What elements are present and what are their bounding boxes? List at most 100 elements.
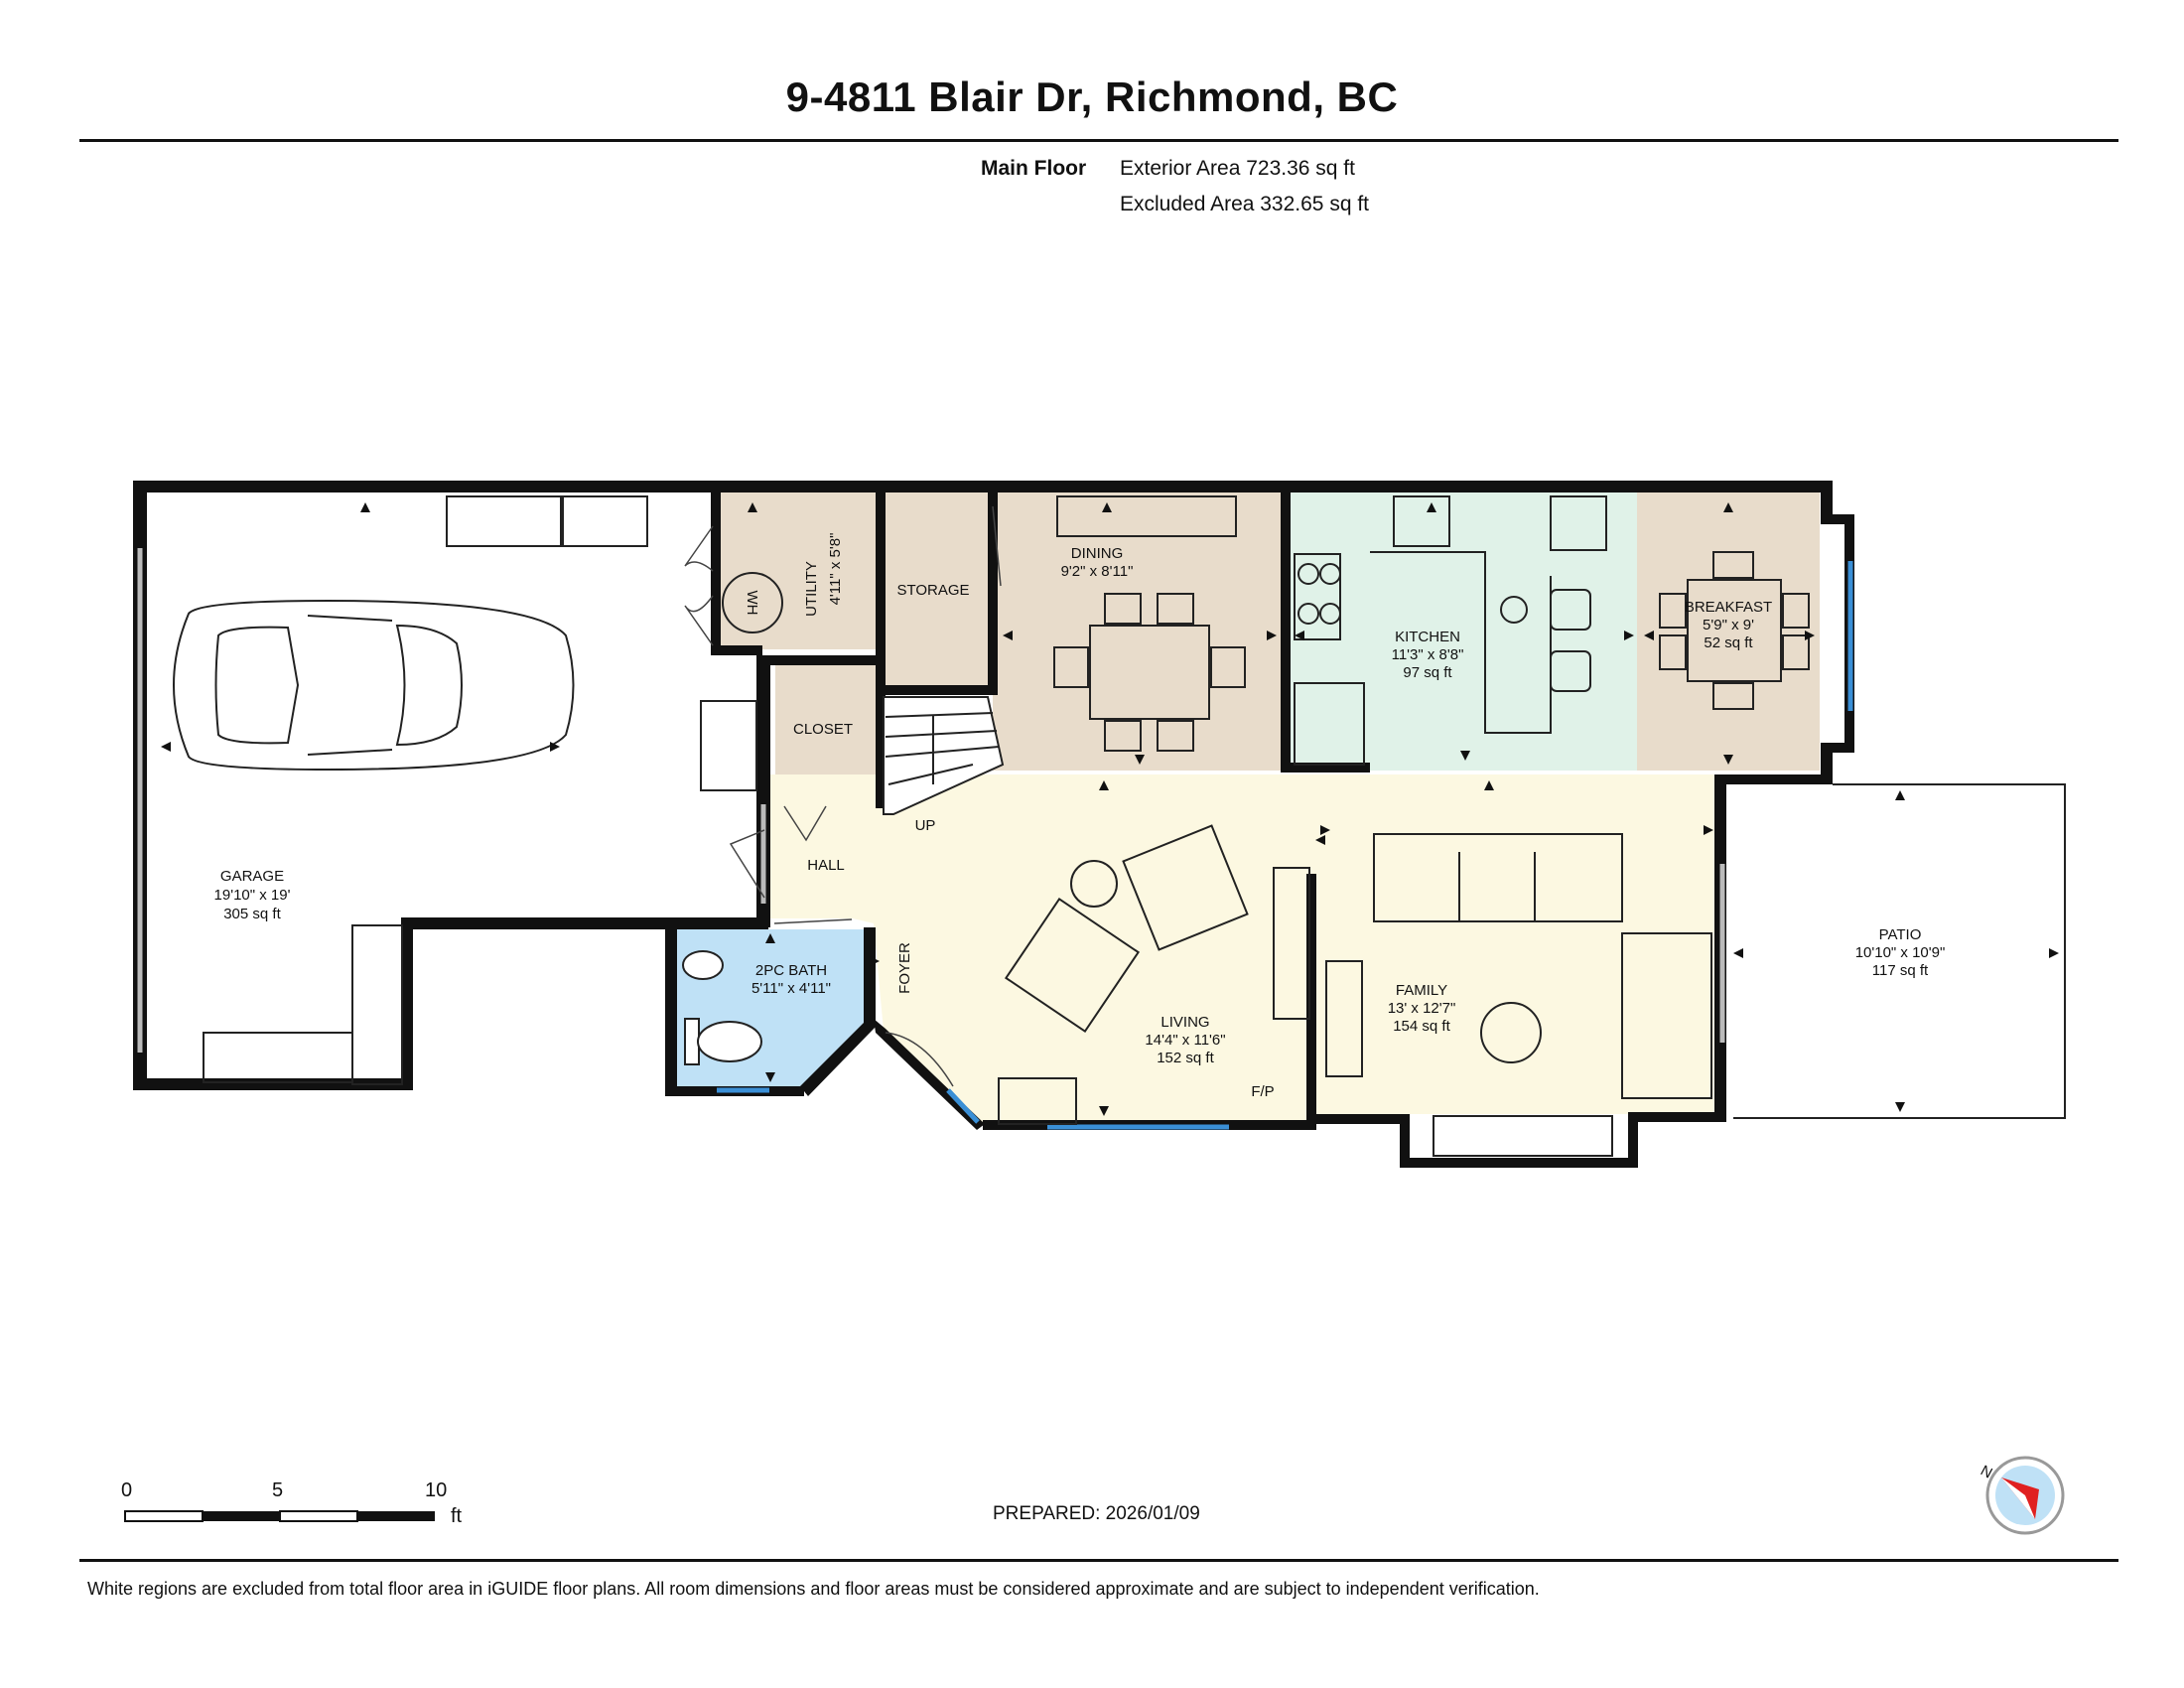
dim-arrow [1427,502,1436,512]
kitchen-stove [1294,553,1341,640]
scale-label-5: 5 [272,1479,284,1501]
dim-arrow [1460,751,1470,761]
bar-stool [1550,650,1591,692]
breakfast-chair [1782,634,1810,670]
doors [684,505,1002,1087]
kitchen-sink [1393,495,1450,547]
breakfast-fill [1637,492,1820,771]
toilet-bowl [697,1021,762,1062]
stairs-up-label: UP [915,817,936,834]
living-dims: 14'4" x 11'6" [1145,1032,1225,1049]
dim-arrow [1723,502,1733,512]
wall-storage-left [876,492,886,808]
bath-sink [682,950,724,980]
bar-stool [1550,589,1591,631]
garage-shelf-1 [446,495,562,547]
wall-utility-bottom [711,645,762,655]
utility-contents [722,572,783,633]
dim-arrow [550,742,560,752]
breakfast-dims: 5'9" x 9' [1703,617,1754,633]
breakfast-chair [1712,682,1754,710]
living-table [998,1077,1077,1125]
patio-outline [1733,783,2066,1119]
toilet-tank [684,1018,700,1065]
wall-utility-left [711,492,721,651]
kitchen-fridge [1550,495,1607,551]
breakfast-chair [1712,551,1754,579]
dim-arrow [1895,1102,1905,1112]
dining-chair [1104,593,1142,625]
kitchen-counter [1294,682,1365,766]
garage-shelf-2 [562,495,648,547]
scale-bar [124,1510,435,1522]
utility-fill [715,492,879,649]
floor-label: Main Floor [981,157,1087,180]
compass-icon [1985,1456,2065,1535]
dining-table [1089,625,1210,720]
dim-arrow [1315,835,1325,845]
fireplace [1433,1115,1613,1157]
family-area: 154 sq ft [1393,1018,1450,1035]
breakfast-chair [1782,593,1810,629]
dim-arrow [1624,631,1634,640]
utility-label: UTILITY [803,561,820,617]
dim-arrow [1733,948,1743,958]
side-table [1070,860,1118,908]
dining-fill [993,492,1284,771]
wall-garage-bath [401,917,768,929]
door-swing [729,829,765,899]
fireplace-label: F/P [1251,1083,1274,1100]
dim-arrow [1099,1106,1109,1116]
windows [717,561,1853,1130]
wall-living-family [1306,874,1316,1124]
wall-patio-top [1714,774,1833,784]
breakfast-label: BREAKFAST [1685,599,1772,616]
sofa [1373,833,1623,922]
wall-bay-bottom [1821,743,1854,753]
garage-dims: 19'10" x 19' [214,887,291,904]
garage-shelf-4 [203,1032,353,1083]
dim-arrow [161,742,171,752]
garage-contents [173,495,757,1085]
wall-bath-diag [800,1017,878,1096]
foyer-label: FOYER [896,942,913,994]
kitchen-dims: 11'3" x 8'8" [1392,646,1464,663]
utility-dims: 4'11" x 5'8" [827,533,844,606]
prepared-date: PREPARED: 2026/01/09 [993,1503,1200,1524]
wall-bath-right [864,927,876,1025]
wall-breakfast-top [1821,481,1833,522]
dim-arrow [1295,631,1304,640]
dim-arrow [2049,948,2059,958]
wh-label: WH [744,591,760,616]
dining-chair [1210,646,1246,688]
dim-arrow [1320,825,1330,835]
bath-fixtures [682,950,762,1065]
loveseat [1621,932,1712,1099]
living-furniture [998,824,1310,1125]
dim-arrow [765,933,775,943]
door-swing [773,918,853,924]
dim-arrow [1484,780,1494,790]
dim-arrow [1704,825,1713,835]
family-console [1325,960,1363,1077]
disclaimer: White regions are excluded from total fl… [87,1579,1540,1599]
kitchen-fill [1288,492,1637,771]
door-openings [137,548,1725,1053]
water-heater-icon [722,572,783,633]
scale-label-0: 0 [121,1479,133,1501]
dining-chair [1157,720,1194,752]
kitchen-area: 97 sq ft [1403,664,1452,681]
kitchen-fixtures [1294,495,1607,766]
dim-arrow [1102,502,1112,512]
armchair [1122,824,1249,951]
patio-label: PATIO [1879,926,1922,943]
room-fills [675,492,1820,1124]
car-icon [173,599,575,772]
wall-garage-step [401,917,413,1090]
dining-label: DINING [1071,545,1124,562]
patio-area: 117 sq ft [1872,962,1929,979]
excluded-area: Excluded Area 332.65 sq ft [1120,193,1370,215]
stairs [883,696,1005,815]
dim-arrow [765,1072,775,1082]
